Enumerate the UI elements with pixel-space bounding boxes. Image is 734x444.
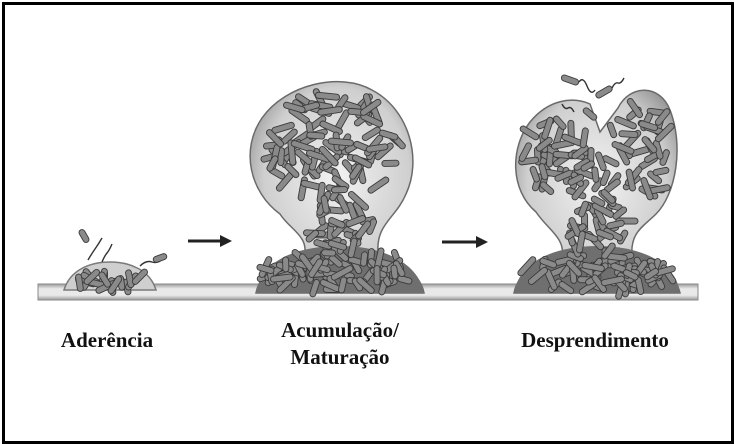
bacterium-icon — [595, 85, 614, 99]
bacterium-icon — [382, 160, 399, 166]
stage-label-adherence: Aderência — [22, 327, 192, 354]
stage-label-line: Maturação — [240, 344, 440, 371]
stage-adherence — [64, 228, 168, 295]
bacterium-icon — [619, 131, 638, 138]
bacterium-icon — [360, 251, 368, 266]
flagellum-icon — [612, 78, 624, 88]
bacterium-icon — [283, 257, 289, 272]
stage-label-text: Acumulação/Maturação — [240, 317, 440, 371]
bacterium-icon — [78, 228, 90, 243]
stage-label-maturation: Acumulação/Maturação — [240, 317, 440, 371]
flagellum-icon — [579, 80, 595, 93]
stage-label-line: Acumulação/ — [240, 317, 440, 344]
bacterium-icon — [152, 253, 167, 263]
bacterium-icon — [561, 74, 580, 86]
bacterium-icon — [331, 186, 347, 193]
stage-detachment — [514, 74, 680, 300]
stage-maturation — [250, 82, 424, 298]
right-arrow-icon — [188, 235, 232, 247]
stage-label-detachment: Desprendimento — [490, 327, 700, 354]
stage-label-text: Desprendimento — [521, 328, 669, 352]
bacterium-icon — [321, 250, 335, 257]
flagellum-icon — [102, 244, 112, 262]
bacterium-icon — [391, 265, 399, 280]
bacterium-icon — [307, 132, 326, 139]
bacterium-icon — [374, 265, 380, 284]
flagellum-icon — [88, 238, 102, 260]
stage-label-text: Aderência — [61, 328, 153, 352]
right-arrow-icon — [442, 236, 488, 248]
